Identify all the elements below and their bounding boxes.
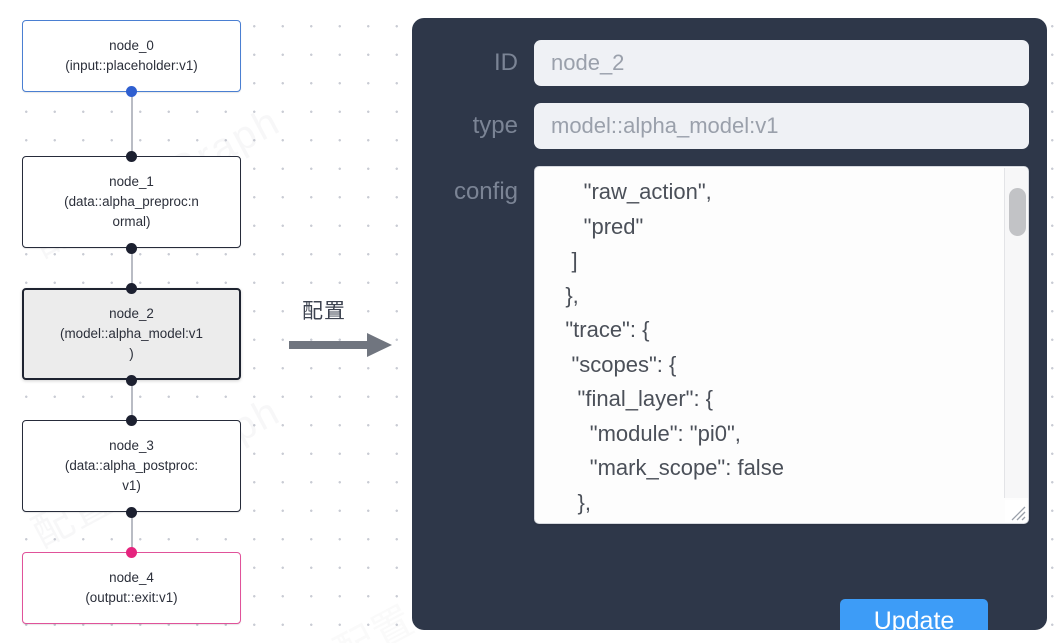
node-title: node_1: [109, 174, 154, 189]
node-config-panel: ID type config "raw_action", "pred" ] },…: [412, 18, 1047, 630]
node-subtitle: (input::placeholder:v1): [65, 58, 198, 73]
node-port-output-node_0[interactable]: [126, 86, 137, 97]
config-scrollbar[interactable]: [1004, 168, 1028, 498]
node-title: node_2: [109, 306, 154, 321]
config-scrollbar-thumb[interactable]: [1009, 188, 1026, 236]
graph-node-node_4[interactable]: node_4 (output::exit:v1): [22, 552, 241, 624]
node-title: node_0: [109, 38, 154, 53]
graph-node-node_2[interactable]: node_2 (model::alpha_model:v1 ): [22, 288, 241, 380]
node-graph[interactable]: node_0 (input::placeholder:v1) node_1 (d…: [0, 0, 280, 643]
node-subtitle: (data::alpha_preproc:n: [64, 194, 199, 209]
id-input[interactable]: [534, 40, 1029, 86]
arrow-label: 配置: [302, 299, 346, 323]
node-subtitle-cont: ormal): [112, 214, 151, 229]
node-port-output-node_3[interactable]: [126, 507, 137, 518]
node-subtitle-cont: v1): [122, 478, 141, 493]
graph-node-node_1[interactable]: node_1 (data::alpha_preproc:n ormal): [22, 156, 241, 248]
node-port-input-node_1[interactable]: [126, 151, 137, 162]
node-subtitle-cont: ): [129, 346, 134, 361]
graph-edge: [130, 246, 133, 290]
node-port-input-node_4[interactable]: [126, 547, 137, 558]
arrow-right-icon: [289, 333, 392, 357]
resize-handle-icon[interactable]: [1005, 500, 1027, 522]
node-title: node_3: [109, 438, 154, 453]
graph-node-node_3[interactable]: node_3 (data::alpha_postproc: v1): [22, 420, 241, 512]
config-textarea[interactable]: "raw_action", "pred" ] }, "trace": { "sc…: [535, 167, 1028, 523]
node-subtitle: (data::alpha_postproc:: [64, 458, 199, 473]
id-label: ID: [494, 49, 518, 76]
transition-arrow-group: 配置: [288, 295, 400, 367]
field-row-type: type: [412, 103, 1029, 149]
graph-edge: [130, 378, 133, 422]
node-subtitle: (model::alpha_model:v1: [60, 326, 203, 341]
node-port-input-node_2[interactable]: [126, 283, 137, 294]
type-label: type: [472, 112, 518, 139]
config-label: config: [453, 178, 518, 205]
graph-edge: [130, 90, 133, 158]
node-port-output-node_2[interactable]: [126, 375, 137, 386]
type-input[interactable]: [534, 103, 1029, 149]
node-subtitle: (output::exit:v1): [85, 590, 178, 605]
graph-node-node_0[interactable]: node_0 (input::placeholder:v1): [22, 20, 241, 92]
graph-edge: [130, 510, 133, 554]
update-button[interactable]: Update: [840, 599, 988, 630]
node-port-input-node_3[interactable]: [126, 415, 137, 426]
field-row-config: config "raw_action", "pred" ] }, "trace"…: [412, 166, 1029, 524]
config-textarea-wrapper: "raw_action", "pred" ] }, "trace": { "sc…: [534, 166, 1029, 524]
field-row-id: ID: [412, 40, 1029, 86]
node-port-output-node_1[interactable]: [126, 243, 137, 254]
node-title: node_4: [109, 570, 154, 585]
